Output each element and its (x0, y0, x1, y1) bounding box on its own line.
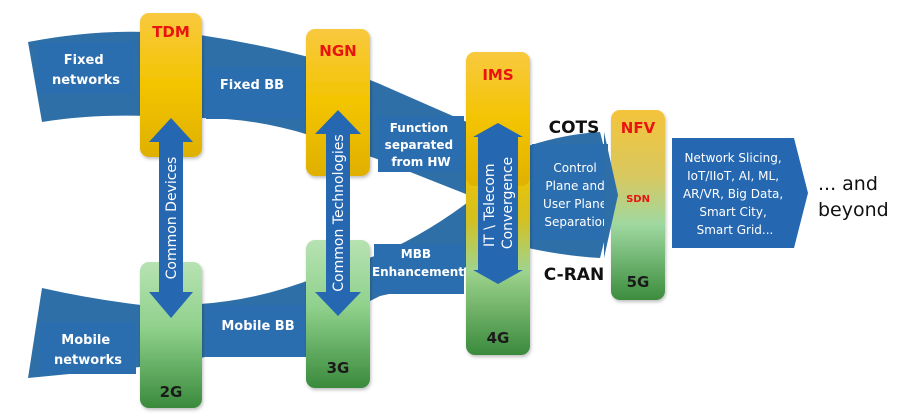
common-devices-arrow (149, 118, 193, 318)
fixed-bb-label-box (206, 67, 306, 119)
future-applications-label: Network Slicing, IoT/IIoT, AI, ML, AR/VR… (683, 151, 787, 237)
mobile-bb-label: Mobile BB (221, 319, 294, 334)
2g-label: 2G (160, 383, 183, 401)
nfv-5g-box (611, 110, 665, 300)
4g-label: 4G (487, 329, 510, 347)
control-plane-arrow-tip (604, 132, 618, 258)
mobile-networks-label-box (40, 322, 136, 374)
3g-label: 3G (327, 359, 350, 377)
mbb-enhancement-label: MBB Enhancement (372, 247, 464, 279)
it-telecom-convergence-label: IT \ Telecom Convergence (482, 157, 516, 249)
control-plane-label: Control Plane and User Plane Separation (543, 161, 611, 229)
ngn-title: NGN (319, 42, 356, 60)
mbb-enhancement-label-box (374, 244, 464, 294)
fixed-networks-label: Fixed networks (52, 53, 120, 88)
cots-label: COTS (549, 118, 600, 138)
and-beyond-label: ... and beyond (818, 173, 889, 221)
common-technologies-arrow (315, 110, 361, 316)
common-devices-label: Common Devices (164, 157, 180, 280)
ngn-box (306, 29, 370, 176)
mobile-networks-label: Mobile networks (54, 333, 122, 368)
control-plane-label-box (532, 144, 608, 240)
common-technologies-label: Common Technologies (331, 134, 347, 291)
tdm-box (140, 13, 202, 157)
tdm-title: TDM (152, 23, 190, 41)
ims-title: IMS (482, 66, 513, 84)
future-applications-arrow (672, 138, 808, 248)
nfv-title: NFV (621, 119, 656, 137)
function-separated-label: Function separated from HW (385, 121, 458, 169)
sdn-label: SDN (626, 194, 650, 205)
fixed-networks-label-box (38, 42, 134, 94)
fixed-bb-label: Fixed BB (220, 78, 284, 93)
mobile-bb-label-box (206, 305, 306, 357)
it-telecom-convergence-arrow (473, 123, 523, 284)
c-ran-label: C-RAN (544, 265, 604, 285)
5g-label: 5G (627, 273, 650, 291)
function-separated-label-box (378, 116, 464, 172)
